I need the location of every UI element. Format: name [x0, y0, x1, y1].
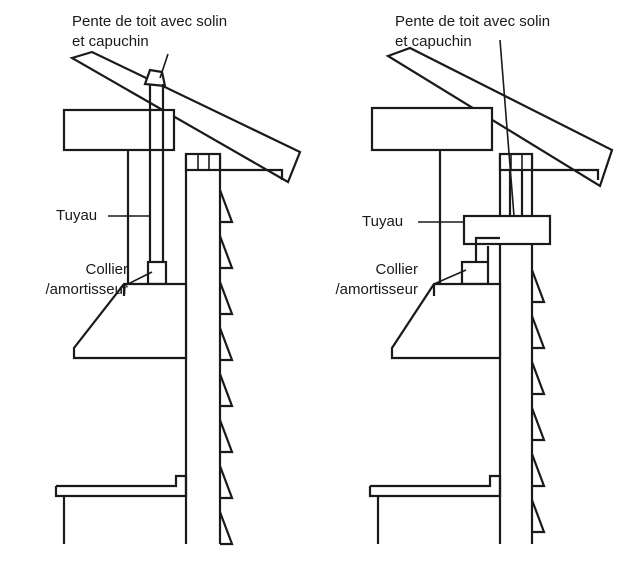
right-duct-box: [462, 214, 552, 246]
right-elbow: [474, 236, 500, 262]
right-diagram: [368, 39, 614, 544]
left-collar-label-line2: /amortisseur: [45, 281, 128, 298]
right-pipe-label: Tuyau: [362, 213, 403, 230]
left-siding: [218, 189, 234, 546]
right-roof-leader: [499, 39, 515, 217]
right-hood: [390, 282, 502, 360]
right-roof-slope: [385, 46, 614, 188]
right-counter: [368, 474, 502, 498]
left-counter: [54, 474, 188, 498]
left-collar-label-line1: Collier: [85, 261, 128, 278]
right-beam: [370, 106, 494, 152]
right-wall-top: [498, 152, 534, 172]
right-collar-leader: [433, 269, 467, 285]
right-roof-label-line2: et capuchin: [395, 33, 472, 50]
left-hood: [72, 282, 188, 360]
left-eave: [220, 168, 284, 180]
left-pipe: [148, 84, 165, 262]
left-labels: Pente de toit avec solin et capuchin Tuy…: [45, 13, 227, 298]
right-collar: [460, 260, 490, 286]
right-roof-label-line1: Pente de toit avec solin: [395, 13, 550, 30]
left-roof-label-line2: et capuchin: [72, 33, 149, 50]
left-roof-slope: [69, 50, 302, 184]
left-diagram: [54, 50, 302, 546]
left-collar-leader: [119, 271, 153, 289]
right-siding: [530, 269, 546, 534]
left-beam: [62, 108, 176, 152]
right-collar-label-line1: Collier: [375, 261, 418, 278]
right-collar-label-line2: /amortisseur: [335, 281, 418, 298]
left-wall-top: [184, 152, 222, 172]
left-roof-label-line1: Pente de toit avec solin: [72, 13, 227, 30]
left-pipe-label: Tuyau: [56, 207, 97, 224]
right-eave: [532, 168, 600, 180]
left-roof-leader: [159, 53, 169, 79]
right-roof-pipe: [508, 170, 524, 216]
right-labels: Pente de toit avec solin et capuchin Tuy…: [335, 13, 550, 298]
